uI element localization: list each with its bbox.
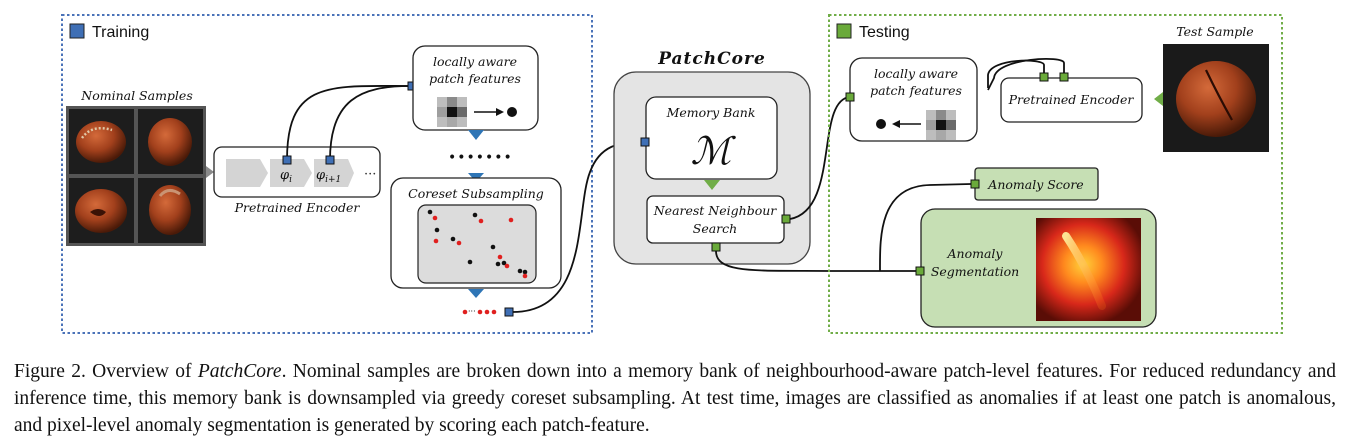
caption-figure-label: Figure 2. Overview of	[14, 361, 198, 382]
down-triangle	[468, 130, 484, 140]
hazelnut-image	[148, 118, 192, 166]
testing-panel	[828, 14, 1283, 334]
nn-search-line2: Search	[693, 221, 737, 236]
testing-patch-features-line2: patch features	[870, 83, 962, 98]
arrow-head	[892, 120, 900, 128]
port-square	[325, 155, 335, 165]
connector-encoder-to-patch	[987, 59, 1045, 88]
training-label: Training	[92, 24, 149, 41]
left-triangle-green	[1154, 92, 1163, 106]
figure-caption: Figure 2. Overview of PatchCore. Nominal…	[14, 358, 1336, 439]
connector-phi-i	[286, 84, 411, 161]
port-square-green	[915, 266, 925, 276]
port-square	[640, 137, 650, 147]
nn-search-line1: Nearest Neighbour	[653, 203, 778, 218]
subsampled-dots: ···	[462, 307, 497, 316]
port-square-green	[1039, 72, 1049, 82]
hazelnut-image	[149, 185, 191, 235]
encoder-layers	[226, 159, 354, 187]
nominal-samples-label: Nominal Samples	[80, 88, 192, 103]
connector-to-anomaly-score	[879, 183, 972, 272]
port-square	[282, 155, 292, 165]
port-square-green	[781, 214, 791, 224]
arrow-head	[496, 108, 504, 116]
caption-body: . Nominal samples are broken down into a…	[14, 361, 1336, 436]
testing-encoder-label: Pretrained Encoder	[1008, 92, 1135, 107]
down-triangle-green	[704, 180, 720, 190]
port-square-green	[845, 92, 855, 102]
samples-arrow	[206, 166, 214, 178]
training-patch-features-line1: locally aware	[433, 54, 517, 69]
training-legend-square	[69, 23, 85, 39]
patch-grid-icon	[926, 110, 956, 140]
port-square-green	[970, 179, 980, 189]
patchcore-overview-figure: Training Nominal Samples φi φi+1 ··· Pre…	[61, 14, 1283, 334]
training-encoder-label: Pretrained Encoder	[234, 200, 361, 215]
crack	[1205, 69, 1233, 121]
testing-legend-square	[836, 23, 852, 39]
patchcore-title: PatchCore	[657, 49, 766, 69]
patch-grid-icon	[437, 97, 467, 127]
training-patch-features-line2: patch features	[429, 71, 521, 86]
memory-bank-label: Memory Bank	[666, 105, 756, 120]
testing-patch-features-line1: locally aware	[874, 66, 958, 81]
port-square-green	[1059, 72, 1069, 82]
test-sample-label: Test Sample	[1176, 24, 1253, 39]
phi-i-label: φi	[280, 168, 292, 185]
testing-encoder-box	[1000, 77, 1143, 123]
svg-text:···: ···	[468, 307, 476, 316]
connector-nn-to-patch-features	[789, 96, 851, 220]
down-triangle	[468, 289, 484, 298]
feature-dot	[876, 119, 886, 129]
feature-dot	[507, 107, 517, 117]
coreset-scatter-area	[417, 204, 537, 284]
encoder-ellipsis: ···	[364, 167, 376, 182]
hazelnut-image	[76, 121, 126, 163]
port-square-green	[711, 242, 721, 252]
anomaly-score-label: Anomaly Score	[987, 177, 1083, 192]
training-panel	[61, 14, 593, 334]
connector-encoder-to-patch-2	[987, 58, 1065, 91]
memory-bank-symbol: ℳ	[691, 129, 737, 173]
phi-i-plus-1-label: φi+1	[316, 168, 341, 185]
nominal-samples-grid	[66, 106, 206, 246]
anomaly-seg-line1: Anomaly	[947, 246, 1004, 261]
coreset-label: Coreset Subsampling	[408, 186, 544, 201]
heatmap-streak	[1062, 232, 1106, 310]
connector-phi-i-plus-1	[329, 85, 411, 161]
caption-method-name: PatchCore	[197, 361, 282, 382]
hazelnut-image	[1176, 61, 1256, 137]
dots-separator: •••••••	[448, 150, 513, 166]
coreset-points	[427, 209, 528, 279]
anomaly-seg-line2: Segmentation	[931, 264, 1019, 279]
testing-label: Testing	[859, 24, 910, 41]
port-square	[504, 307, 514, 317]
